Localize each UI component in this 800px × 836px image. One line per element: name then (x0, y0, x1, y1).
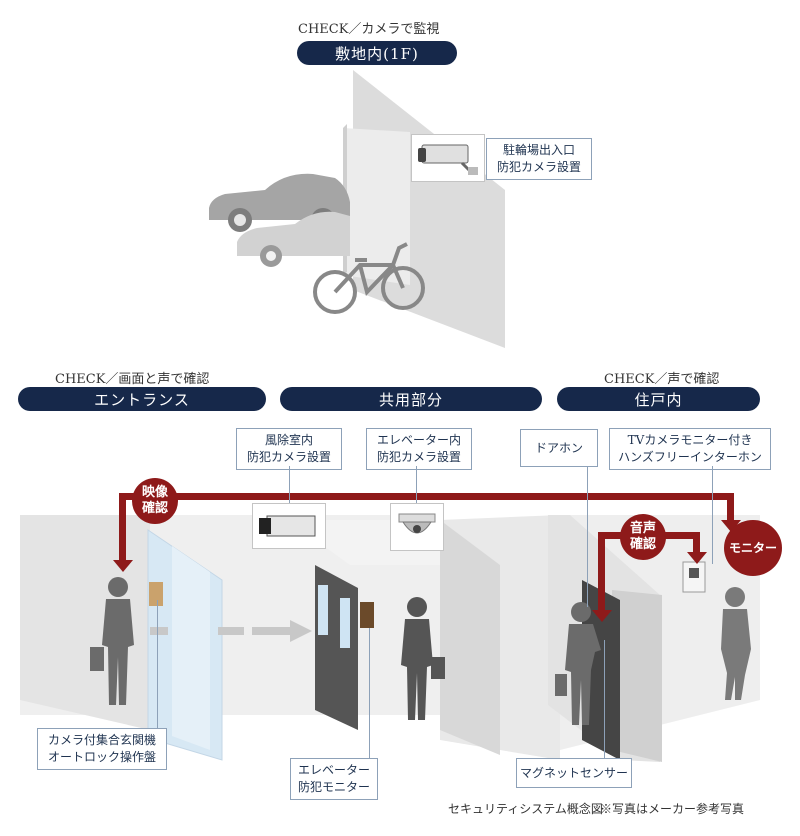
tv-intercom-callout: TVカメラモニター付き ハンズフリーインターホン (609, 428, 771, 470)
callout-line: エレベーター (297, 763, 370, 777)
badge-line: 映像 (141, 485, 168, 500)
leader-line (712, 466, 713, 564)
callout-line: TVカメラモニター付き (627, 433, 753, 447)
visitor-silhouette (90, 577, 134, 705)
bike-parking-camera-photo (411, 134, 485, 182)
magnet-sensor-callout: マグネットセンサー (516, 758, 632, 788)
voice-check-badge: 音声 確認 (620, 514, 666, 560)
car-front-icon (237, 211, 350, 267)
site-section-title: 敷地内(1F) (297, 41, 457, 65)
elevator-monitor-device (360, 602, 374, 628)
bike-parking-camera-callout: 駐輪場出入口 防犯カメラ設置 (486, 138, 592, 180)
unit-check-label: CHECK／声で確認 (604, 372, 720, 387)
badge-line: 音声 (629, 521, 656, 536)
photo-note: ※写真はメーカー参考写真 (600, 802, 745, 816)
badge-line: 確認 (141, 501, 168, 516)
voice-arrow-left (592, 610, 612, 622)
box-camera-icon (259, 515, 316, 537)
resident-silhouette-unit (721, 587, 751, 700)
leader-line (157, 600, 158, 728)
common-area-section-title: 共用部分 (280, 387, 542, 411)
callout-line: 防犯モニター (297, 780, 370, 794)
callout-line: ハンズフリーインターホン (618, 450, 762, 464)
leader-line (604, 640, 605, 758)
box-camera-icon (418, 144, 478, 175)
voice-signal-line-right (693, 532, 700, 554)
windbreak-camera-photo (252, 503, 326, 549)
dome-camera-icon (398, 513, 436, 534)
video-signal-line-right (727, 493, 734, 523)
leader-line (369, 628, 370, 758)
diagram-caption: セキュリティシステム概念図 (448, 802, 603, 816)
monitor-badge: モニター (724, 520, 782, 576)
callout-line: 駐輪場出入口 (502, 143, 575, 157)
resident-silhouette-elevator (401, 597, 445, 720)
voice-signal-line-left (598, 532, 605, 612)
elevator-camera-photo (390, 503, 444, 551)
entrance-check-label: CHECK／画面と声で確認 (55, 372, 210, 387)
elevator-camera-callout: エレベーター内 防犯カメラ設置 (366, 428, 472, 470)
visitor-silhouette-door (555, 602, 601, 725)
leader-line (587, 467, 588, 607)
callout-line: 防犯カメラ設置 (496, 160, 581, 174)
video-signal-line-top (119, 493, 733, 500)
auto-lock-panel-device (149, 582, 163, 606)
windbreak-camera-callout: 風除室内 防犯カメラ設置 (236, 428, 342, 470)
unit-section-title: 住戸内 (557, 387, 760, 411)
video-signal-line-left (119, 493, 126, 561)
bicycle-icon (313, 242, 425, 314)
callout-line: オートロック操作盤 (47, 750, 156, 764)
callout-line: マグネットセンサー (520, 765, 629, 780)
voice-arrow-right (687, 552, 707, 564)
entrance-section-title: エントランス (18, 387, 266, 411)
parking-illustration (209, 70, 505, 348)
callout-line: カメラ付集合玄関機 (47, 733, 156, 747)
callout-line: ドアホン (534, 440, 583, 455)
doorphone-callout: ドアホン (520, 429, 598, 467)
elevator-monitor-callout: エレベーター 防犯モニター (290, 758, 378, 800)
callout-line: エレベーター内 (376, 433, 461, 447)
callout-line: 防犯カメラ設置 (246, 450, 331, 464)
video-arrow-left (113, 560, 133, 572)
wall-panel (343, 128, 410, 285)
badge-line: 確認 (629, 537, 656, 552)
callout-line: 防犯カメラ設置 (376, 450, 461, 464)
callout-line: 風除室内 (264, 433, 313, 447)
top-check-label: CHECK／カメラで監視 (298, 22, 440, 37)
leader-line (289, 466, 290, 504)
auto-lock-panel-callout: カメラ付集合玄関機 オートロック操作盤 (37, 728, 167, 770)
leader-line (416, 466, 417, 504)
video-check-badge: 映像 確認 (132, 478, 178, 524)
